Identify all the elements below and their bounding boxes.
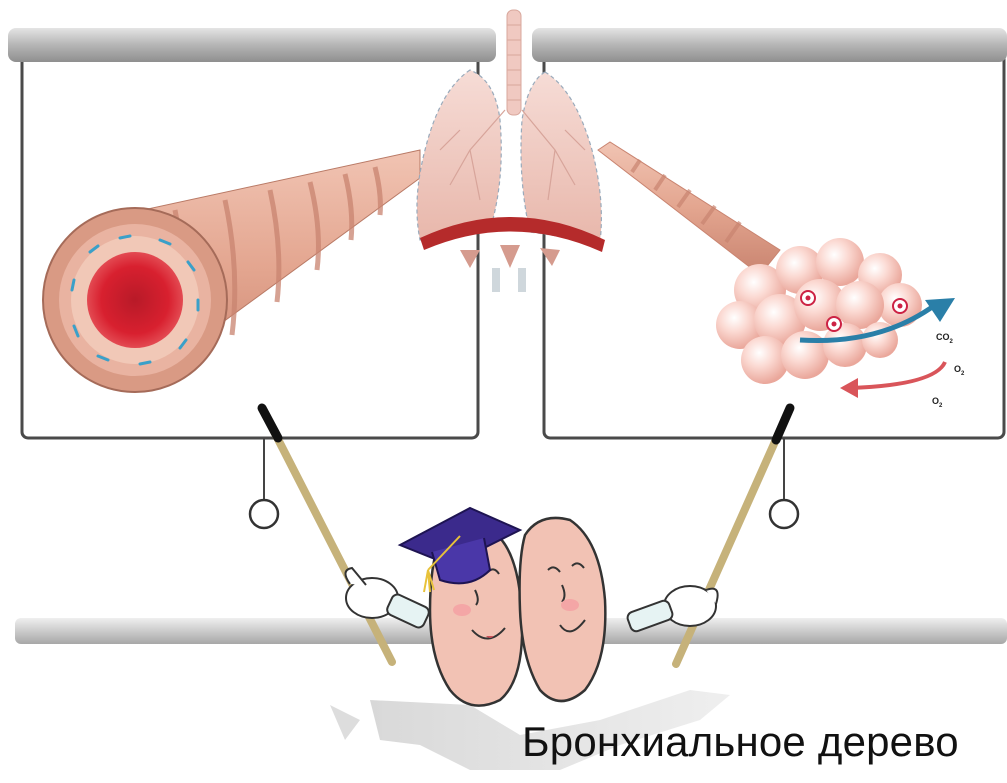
o2-label-out: O [932, 396, 939, 406]
caption: Бронхиальное дерево [522, 718, 959, 766]
co2-label: CO [936, 332, 950, 342]
o2-label-in: O [954, 364, 961, 374]
